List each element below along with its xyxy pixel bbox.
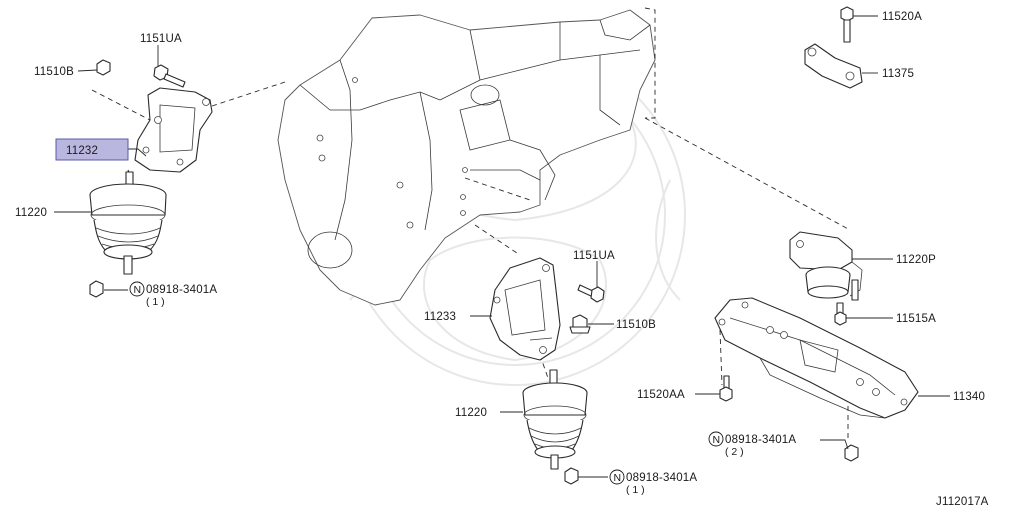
qty-08918-right: ( 2 ) — [725, 446, 744, 458]
label-1151ua-top[interactable]: 1151UA — [140, 33, 182, 45]
link-11375 — [804, 43, 863, 89]
diagram-id: J112017A — [936, 496, 989, 508]
n-symbol-left: N — [134, 284, 142, 296]
label-11510b-mid[interactable]: 11510B — [616, 319, 656, 331]
nut-08918-left — [89, 280, 104, 298]
left-mount-assembly — [89, 59, 213, 298]
label-11220-mid[interactable]: 11220 — [455, 407, 487, 419]
nut-08918-right — [844, 444, 859, 462]
n-symbol-mid: N — [614, 472, 622, 484]
nut-11510b-top — [96, 59, 111, 76]
n-symbol-right: N — [713, 434, 721, 446]
label-11510b-top[interactable]: 11510B — [34, 66, 74, 78]
label-11220p[interactable]: 11220P — [896, 254, 936, 266]
label-11515a[interactable]: 11515A — [896, 313, 936, 325]
bolt-1151ua-top — [153, 64, 186, 88]
label-11520aa[interactable]: 11520AA — [637, 389, 685, 401]
leader-lines — [54, 15, 950, 478]
bolt-1151ua-mid — [577, 284, 605, 303]
note-08918-left[interactable]: N 08918-3401A ( 1 ) — [129, 281, 217, 308]
qty-08918-left: ( 1 ) — [146, 296, 165, 308]
label-1151ua-mid[interactable]: 1151UA — [573, 250, 615, 262]
note-08918-right[interactable]: N 08918-3401A ( 2 ) — [708, 431, 796, 458]
label-11233[interactable]: 11233 — [424, 311, 456, 323]
crossmember-11340 — [714, 297, 919, 419]
label-11340[interactable]: 11340 — [953, 391, 985, 403]
label-11220-left[interactable]: 11220 — [15, 207, 47, 219]
nut-08918-mid — [564, 467, 579, 485]
insulator-11220p — [789, 231, 863, 301]
right-mount-assembly — [714, 6, 919, 462]
label-08918-mid: 08918-3401A — [626, 472, 697, 484]
transmission-assembly — [277, 9, 656, 306]
bolt-11520aa — [719, 375, 733, 402]
bolt-11515a — [834, 302, 847, 326]
insulator-11220-left — [89, 169, 167, 275]
part-labels: 11510B 1151UA 11232 11220 N 08918-3401A … — [15, 11, 989, 508]
highlighted-part-11232[interactable]: 11232 — [55, 138, 129, 161]
bracket-11233 — [489, 257, 561, 361]
qty-08918-mid: ( 1 ) — [626, 484, 645, 496]
nut-11510b-mid — [569, 314, 591, 334]
label-11520a[interactable]: 11520A — [882, 11, 922, 23]
insulator-11220-mid — [522, 369, 588, 470]
middle-mount-assembly — [489, 257, 605, 485]
bolt-11520a — [840, 6, 854, 43]
label-08918-right: 08918-3401A — [725, 434, 796, 446]
label-11375[interactable]: 11375 — [882, 68, 914, 80]
label-11232: 11232 — [66, 145, 98, 157]
bracket-11232 — [134, 87, 213, 173]
note-08918-mid[interactable]: N 08918-3401A ( 1 ) — [609, 469, 697, 496]
label-08918-left: 08918-3401A — [146, 284, 217, 296]
